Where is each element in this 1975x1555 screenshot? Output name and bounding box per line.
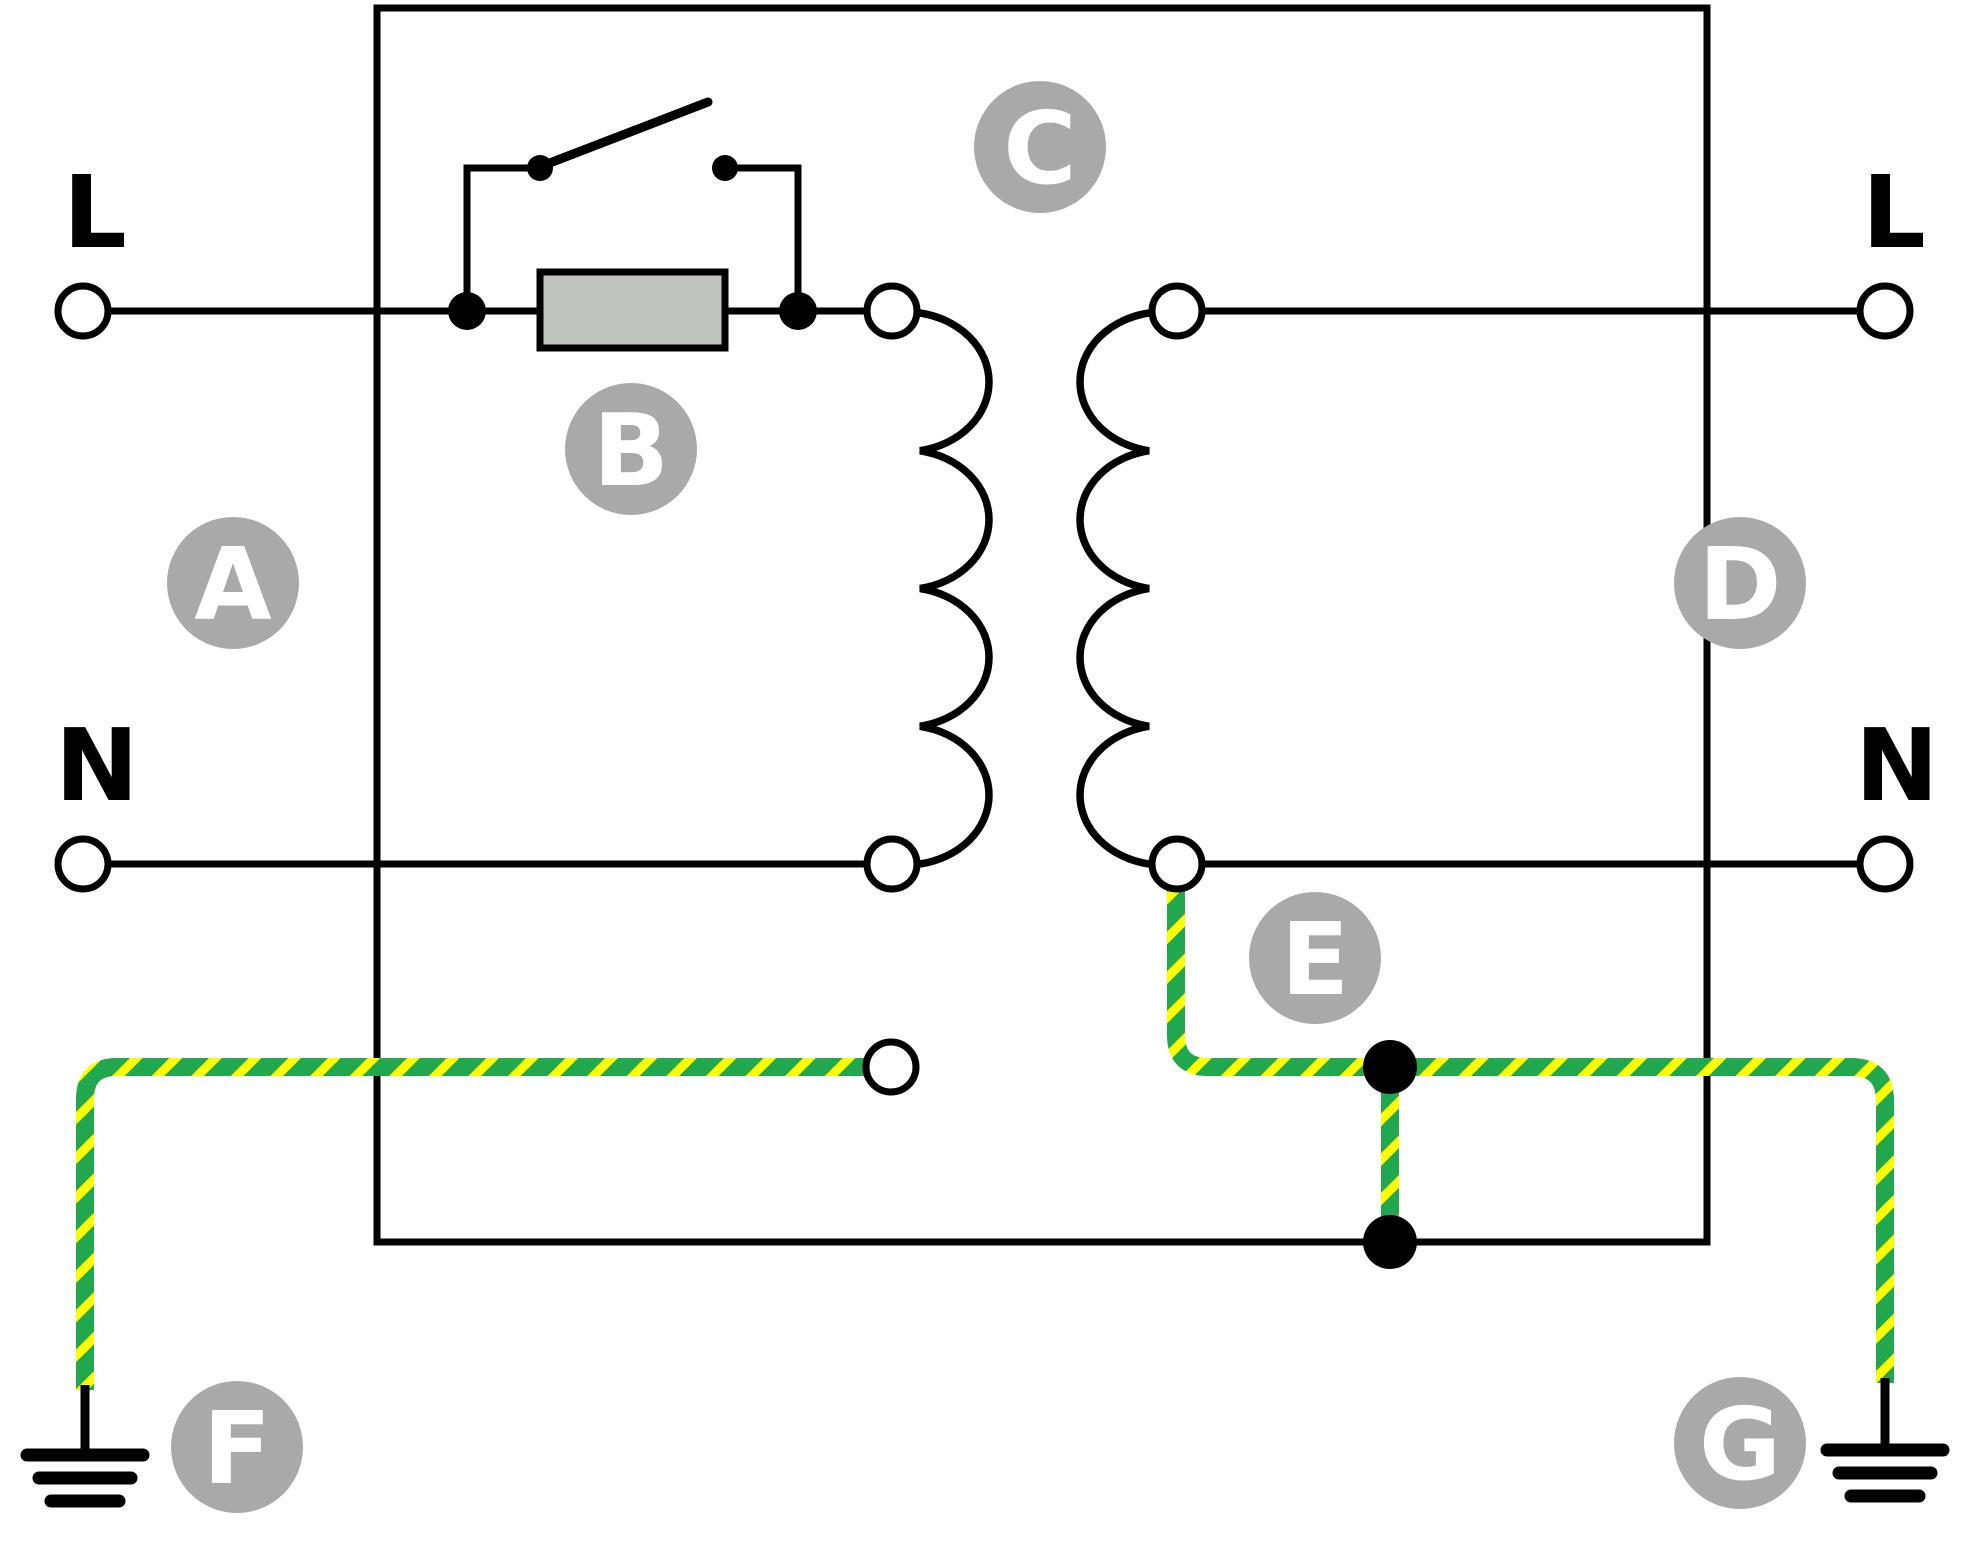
terminal-secondary-top: [1148, 282, 1206, 340]
callout-d: D: [1674, 517, 1806, 649]
earth-wire-right: [1167, 887, 1894, 1383]
callout-c-letter: C: [1003, 90, 1076, 207]
ground-symbol-right: [1820, 1378, 1950, 1503]
switch-branch-right: [725, 164, 802, 311]
junction-dot-fuse-left: [448, 292, 486, 330]
terminal-primary-top: [863, 282, 921, 340]
callout-d-circle: [1674, 517, 1806, 649]
switch-blade: [537, 97, 713, 171]
callout-f: F: [171, 1381, 303, 1513]
secondary-winding: [1076, 309, 1150, 868]
callout-e: E: [1249, 892, 1381, 1024]
callout-b: B: [565, 383, 697, 515]
terminal-primary-bottom: [863, 835, 921, 893]
terminal-live-left: [54, 282, 112, 340]
switch-branch-left: [463, 164, 540, 311]
callout-b-circle: [565, 383, 697, 515]
callout-g-letter: G: [1699, 1386, 1781, 1503]
earth-wire-left: [76, 1058, 866, 1390]
label-live-right: L: [1862, 154, 1926, 271]
terminal-neutral-left: [54, 835, 112, 893]
primary-winding: [919, 309, 993, 868]
switch-contact-right: [712, 155, 738, 181]
label-live-left: L: [63, 154, 127, 271]
callout-a-letter: A: [194, 526, 271, 643]
callout-c-circle: [974, 81, 1106, 213]
terminal-neutral-right: [1856, 835, 1914, 893]
callout-f-letter: F: [203, 1390, 271, 1507]
terminal-secondary-bottom: [1148, 835, 1206, 893]
callout-e-circle: [1249, 892, 1381, 1024]
callout-g-circle: [1674, 1377, 1806, 1509]
callout-f-circle: [171, 1381, 303, 1513]
callout-d-letter: D: [1698, 526, 1781, 643]
ground-symbol-left: [20, 1385, 150, 1508]
terminal-earth-unconnected: [862, 1038, 920, 1096]
label-neutral-left: N: [55, 707, 139, 824]
callout-e-letter: E: [1281, 901, 1349, 1018]
callout-c: C: [974, 81, 1106, 213]
callout-b-letter: B: [593, 392, 669, 509]
callout-a: A: [167, 517, 299, 649]
switch-contact-left: [527, 155, 553, 181]
callout-a-circle: [167, 517, 299, 649]
junction-dot-fuse-right: [779, 292, 817, 330]
terminal-live-right: [1856, 282, 1914, 340]
fuse-body: [536, 268, 729, 352]
chassis-bond-dot: [1363, 1215, 1417, 1269]
callout-g: G: [1674, 1377, 1806, 1509]
label-neutral-right: N: [1855, 707, 1939, 824]
earth-junction-dot: [1363, 1040, 1417, 1094]
